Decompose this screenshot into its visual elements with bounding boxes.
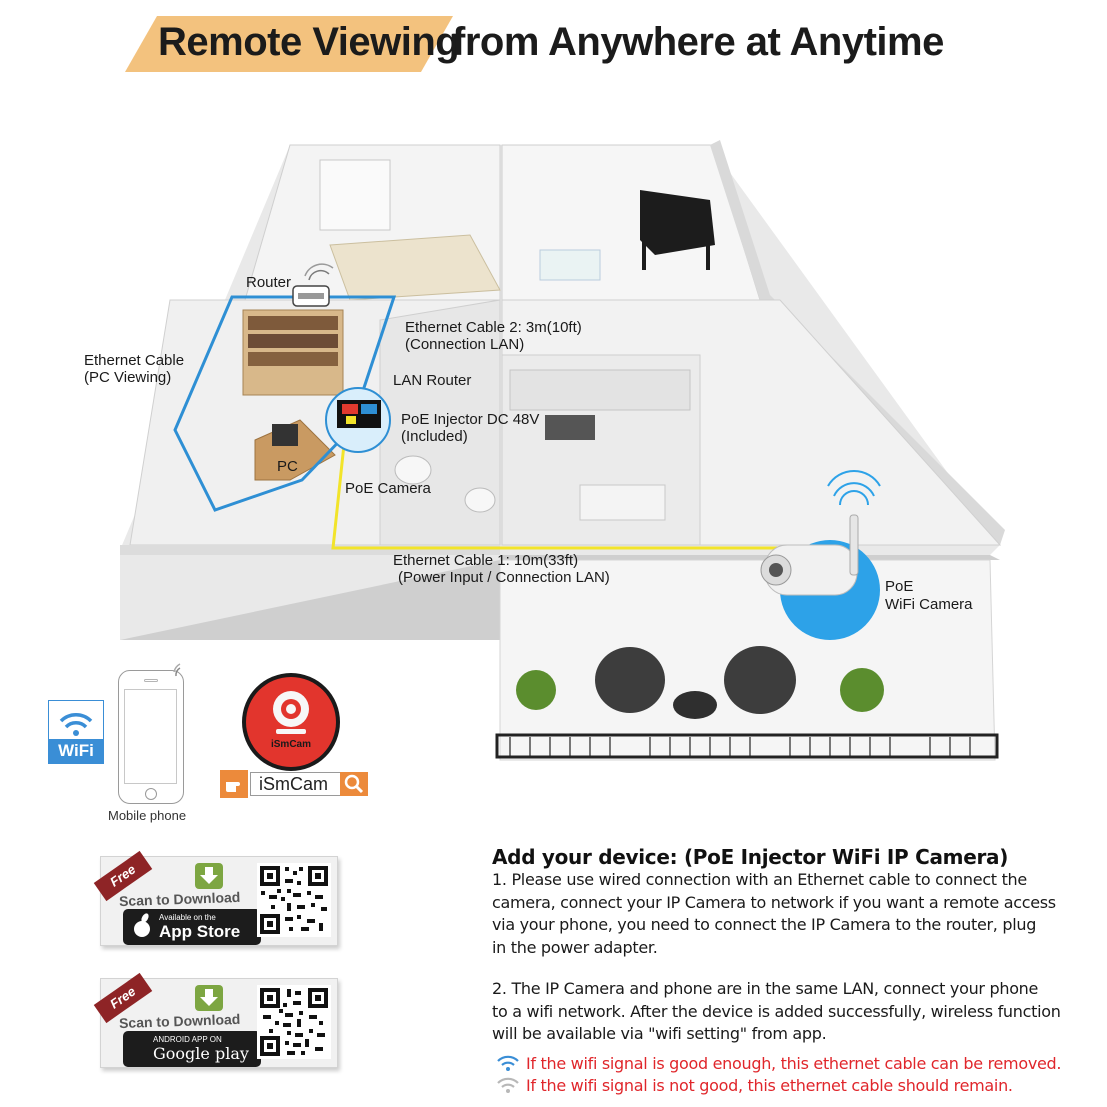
included-label: (Included): [401, 428, 468, 445]
wifi-strong-icon: [497, 1055, 519, 1071]
wifi-icon: [59, 713, 93, 736]
mobile-phone-label: Mobile phone: [108, 808, 187, 823]
pc-viewing-label: (PC Viewing): [84, 369, 172, 386]
pc-label: PC: [277, 458, 298, 475]
instructions-step-1: 1. Please use wired connection with an E…: [492, 869, 1092, 959]
step-1-line: 1. Please use wired connection with an E…: [492, 870, 1027, 889]
app-store-big-text: App Store: [159, 922, 241, 941]
title-highlight-band: [125, 16, 453, 72]
wifi-badge: WiFi: [48, 700, 104, 764]
wifi-badge-text: WiFi: [49, 739, 103, 763]
poe-camera-label: PoE Camera: [345, 480, 431, 497]
step-1-line: in the power adapter.: [492, 937, 658, 957]
step-2-line: 2. The IP Camera and phone are in the sa…: [492, 979, 1039, 998]
lan-router-label: LAN Router: [393, 372, 472, 389]
step-1-line: camera, connect your IP Camera to networ…: [492, 892, 1056, 912]
ethernet-cable-pc-label: Ethernet Cable: [84, 352, 185, 369]
google-play-big-text: Google play: [153, 1044, 249, 1063]
app-store-badge[interactable]: Available on the App Store: [123, 909, 261, 945]
step-2-line: will be available via "wifi setting" fro…: [492, 1024, 827, 1043]
phone-screen: [124, 689, 177, 784]
download-icon: [195, 863, 223, 889]
scan-to-download-label: Scan to Download: [118, 888, 241, 910]
scan-to-download-label: Scan to Download: [118, 1010, 241, 1032]
phone-home-button: [145, 788, 157, 800]
app-store-qr-code[interactable]: [257, 863, 331, 937]
wifi-weak-icon: [497, 1077, 519, 1093]
mobile-phone: [118, 670, 184, 804]
phone-earpiece: [144, 679, 158, 682]
google-play-qr-code[interactable]: [257, 985, 331, 1059]
ethernet-cable-2-label: Ethernet Cable 2: 3m(10ft): [405, 319, 582, 336]
title-rest: from Anywhere at Anytime: [452, 20, 944, 64]
wifi-camera-label: WiFi Camera: [885, 596, 973, 613]
app-store-small-text: Available on the: [159, 913, 216, 922]
search-button[interactable]: [340, 772, 368, 796]
connection-lan-label: (Connection LAN): [405, 336, 525, 353]
power-input-label: (Power Input / Connection LAN): [398, 569, 610, 586]
google-play-badge[interactable]: ANDROID APP ON Google play: [123, 1031, 261, 1067]
note-good-text: If the wifi signal is good enough, this …: [526, 1054, 1062, 1073]
app-icon-name: iSmCam: [270, 739, 311, 750]
poe-injector-label: PoE Injector DC 48V: [401, 411, 540, 428]
google-play-small-text: ANDROID APP ON: [153, 1035, 222, 1044]
router-label: Router: [246, 274, 292, 291]
step-1-line: via your phone, you need to connect the …: [492, 915, 1037, 934]
google-play-card: Free Scan to Download ANDROID APP ON Goo…: [93, 972, 338, 1068]
instructions-step-2: 2. The IP Camera and phone are in the sa…: [492, 978, 1092, 1046]
search-icon: [344, 774, 364, 794]
download-icon: [195, 985, 223, 1011]
note-bad-text: If the wifi signal is not good, this eth…: [526, 1076, 1013, 1095]
ismcam-app-icon[interactable]: iSmCam: [246, 677, 336, 767]
ethernet-cable-1-label: Ethernet Cable 1: 10m(33ft): [393, 552, 579, 569]
app-store-card: Free Scan to Download Available on the A…: [93, 850, 338, 946]
poe-label: PoE: [885, 578, 914, 595]
title-highlight: Remote Viewing: [158, 20, 460, 64]
pointing-hand-icon: [220, 770, 248, 798]
apple-icon: [134, 913, 150, 937]
instructions-title: Add your device: (PoE Injector WiFi IP C…: [492, 845, 1009, 869]
camera-icon: [273, 691, 309, 734]
note-signal-good: If the wifi signal is good enough, this …: [496, 1054, 1062, 1073]
note-signal-bad: If the wifi signal is not good, this eth…: [496, 1076, 1013, 1095]
step-2-line: to a wifi network. After the device is a…: [492, 1001, 1061, 1021]
phone-signal-icon: [173, 663, 181, 677]
